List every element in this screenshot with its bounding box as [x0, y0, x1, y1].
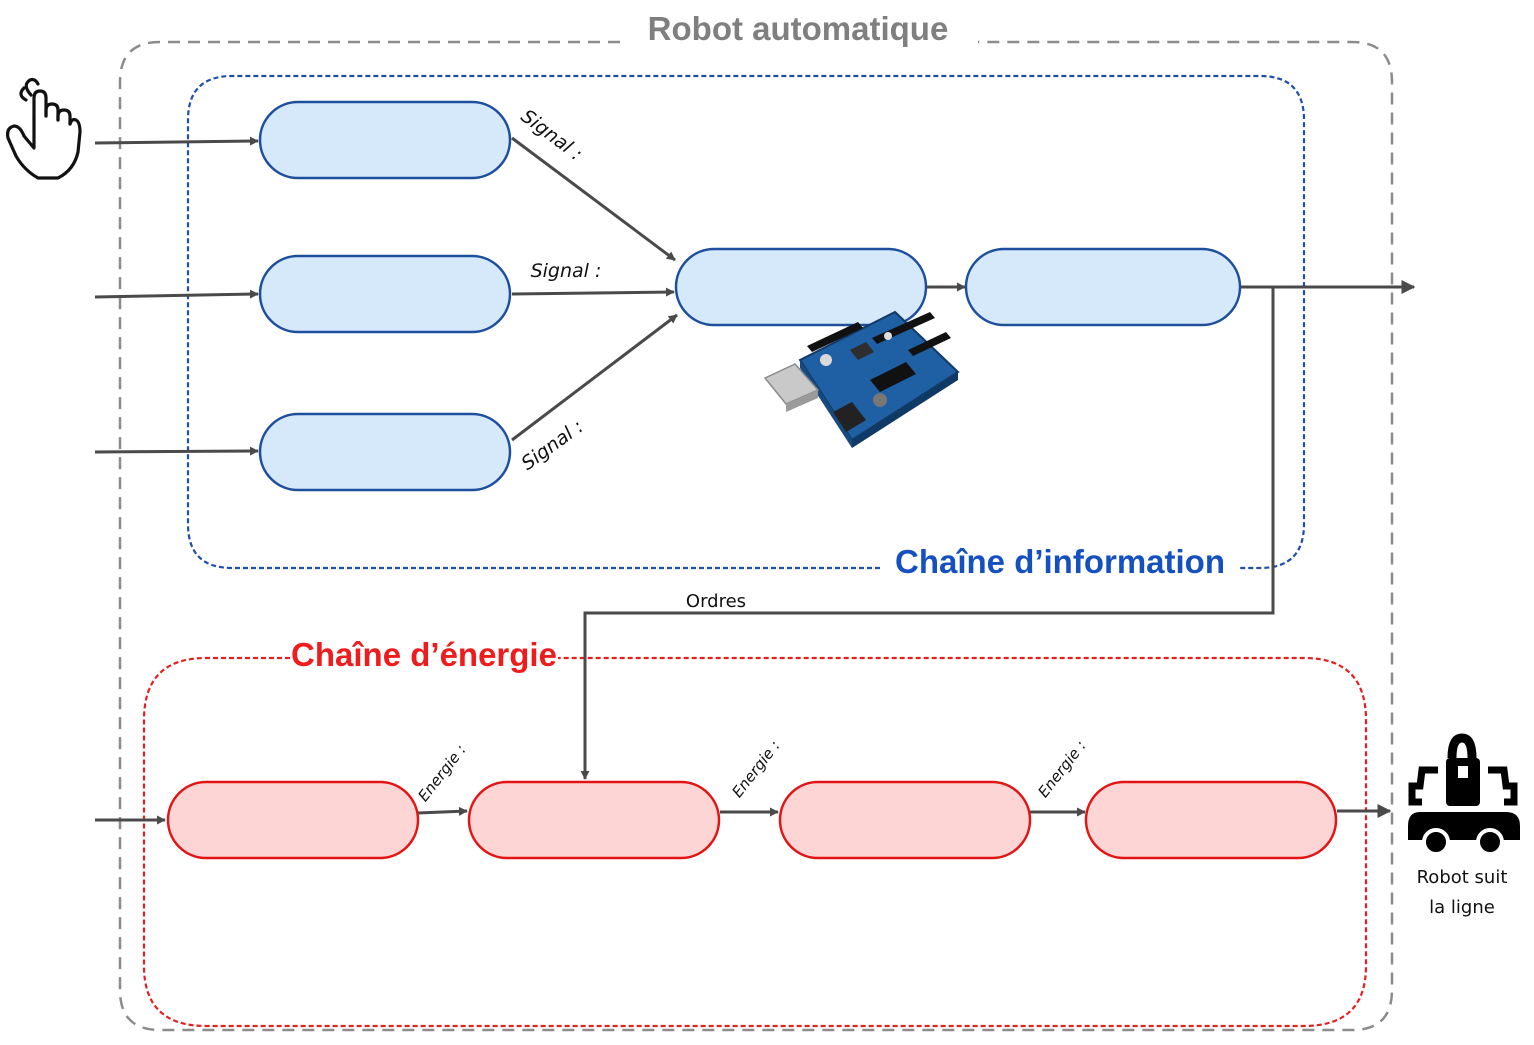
input-arrow-2: [94, 289, 259, 299]
signal-arrow-1: [511, 136, 676, 262]
info-block-acquire-1: [258, 100, 512, 180]
signal-arrow-2: [511, 287, 675, 297]
info-block-process: [674, 247, 928, 327]
outer-frame: [118, 40, 1394, 1032]
hand-pointer-icon: [6, 77, 82, 180]
output-label-line1: Robot suit: [1417, 867, 1508, 888]
orders-label: Ordres: [686, 591, 746, 612]
robot-icon: [1408, 733, 1520, 856]
outer-frame-title: Robot automatique: [648, 10, 949, 47]
info-chain-frame: [186, 74, 1306, 570]
info-block-communicate: [964, 247, 1242, 327]
energy-label-2: Energie :: [728, 737, 784, 801]
info-block-acquire-2: [258, 254, 512, 334]
energy-block-distribute: [467, 780, 721, 860]
info-blocks: [258, 100, 1242, 492]
signal-arrow-3: [511, 313, 678, 442]
connectors: [94, 136, 1416, 825]
energy-label-1: Energie :: [414, 741, 470, 805]
energy-arrow-1: [417, 806, 468, 816]
info-block-acquire-3: [258, 412, 512, 492]
input-arrow-3: [94, 446, 259, 456]
input-arrow-1: [94, 136, 259, 146]
signal-label-3: Signal :: [517, 415, 587, 474]
output-label-line2: la ligne: [1429, 897, 1495, 918]
energy-block-supply: [166, 780, 420, 860]
energy-chain-title: Chaîne d’énergie: [291, 636, 557, 673]
info-chain-title: Chaîne d’information: [895, 543, 1225, 580]
energy-blocks: [166, 780, 1338, 860]
arduino-board-icon: [763, 310, 960, 448]
energy-label-3: Energie :: [1034, 737, 1090, 801]
energy-block-transmit: [1084, 780, 1338, 860]
orders-arrow: [580, 287, 1275, 780]
energy-block-convert: [778, 780, 1032, 860]
signal-label-2: Signal :: [531, 260, 602, 282]
signal-label-1: Signal :: [517, 105, 587, 165]
